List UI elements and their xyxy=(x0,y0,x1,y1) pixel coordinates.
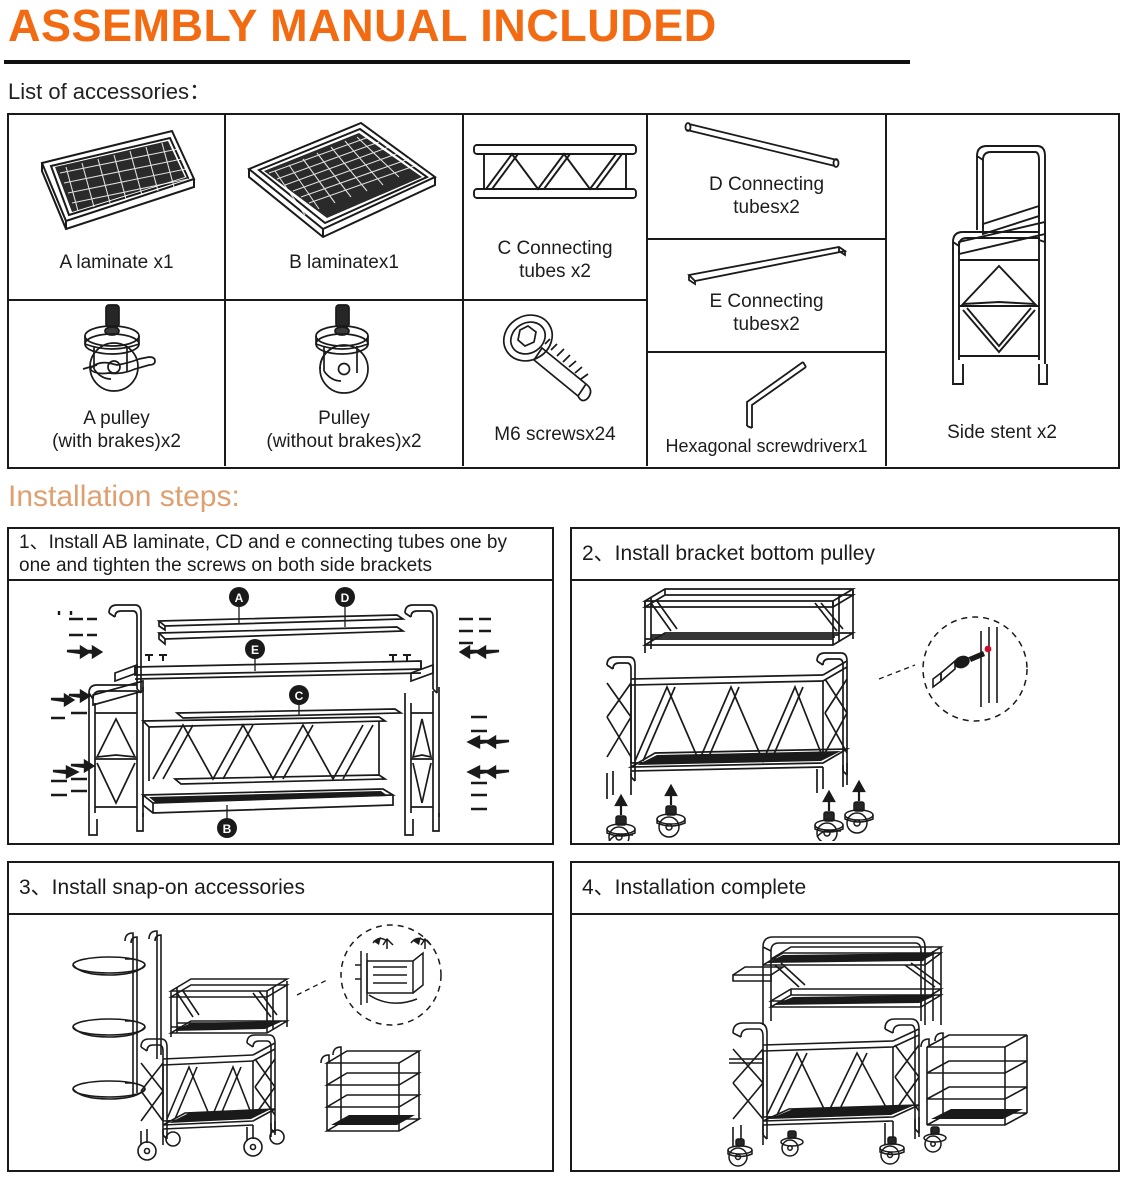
accessory-label: D Connecting tubesx2 xyxy=(708,174,825,218)
accessory-cell-c-connecting-tubes: C Connecting tubes x2 xyxy=(464,115,648,301)
accessory-cell-a-pulley: A pulley (with brakes)x2 xyxy=(9,301,226,466)
svg-text:D: D xyxy=(340,591,349,605)
screw-icon xyxy=(464,301,646,419)
accessory-label: A laminate x1 xyxy=(59,252,174,273)
caster-install-diagram xyxy=(606,588,1028,841)
accessories-heading: List of accessories： xyxy=(8,79,211,104)
step-box-4: 4、Installation complete xyxy=(570,861,1120,1172)
accessory-label: A pulley (with brakes)x2 xyxy=(52,408,181,452)
side-frame-icon xyxy=(887,115,1117,415)
step-box-2: 2、Install bracket bottom pulley xyxy=(570,527,1120,845)
accessory-cell-hexagonal-screwdriver: Hexagonal screwdriverx1 xyxy=(648,353,887,466)
accessory-label: Pulley (without brakes)x2 xyxy=(266,408,422,452)
truss-tube-icon xyxy=(464,115,646,233)
step-3-diagram xyxy=(9,915,552,1170)
laminate-wide-icon xyxy=(226,115,462,247)
accessory-cell-a-laminate: A laminate x1 xyxy=(9,115,226,301)
accessory-cell-e-connecting-tubes: E Connecting tubesx2 xyxy=(648,240,887,353)
step-heading-text: 1、Install AB laminate, CD and e connecti… xyxy=(19,532,507,576)
accessory-cell-pulley: Pulley (without brakes)x2 xyxy=(226,301,464,466)
step-box-3: 3、Install snap-on accessories xyxy=(7,861,554,1172)
step-box-1: 1、Install AB laminate, CD and e connecti… xyxy=(7,527,554,845)
accessory-cell-m6-screws: M6 screwsx24 xyxy=(464,301,648,466)
svg-text:B: B xyxy=(222,822,231,836)
svg-text:A: A xyxy=(234,591,243,605)
step-2-diagram xyxy=(572,581,1118,843)
title-divider xyxy=(4,60,910,64)
completed-cart-diagram xyxy=(727,935,1028,1167)
accessories-table: A laminate x1 xyxy=(7,113,1120,469)
hex-key-icon xyxy=(648,353,885,433)
round-tube-icon xyxy=(648,115,885,171)
accessory-label: Hexagonal screwdriverx1 xyxy=(665,436,868,456)
accessory-label: B laminatex1 xyxy=(289,252,399,273)
accessory-label: M6 screwsx24 xyxy=(494,424,616,445)
svg-text:E: E xyxy=(250,643,258,657)
step-3-header: 3、Install snap-on accessories xyxy=(9,863,552,915)
caster-icon xyxy=(226,301,462,405)
step-1-header: 1、Install AB laminate, CD and e connecti… xyxy=(9,529,552,581)
step-1-diagram: A D E C B xyxy=(9,581,552,843)
accessory-label: C Connecting tubes x2 xyxy=(497,238,613,282)
svg-text:C: C xyxy=(294,689,303,703)
flat-tube-icon xyxy=(648,240,885,288)
step-4-diagram xyxy=(572,915,1118,1170)
exploded-frame-diagram: A D E C B xyxy=(50,587,509,838)
step-heading-text: 2、Install bracket bottom pulley xyxy=(582,542,875,565)
accessory-label: E Connecting tubesx2 xyxy=(709,291,824,335)
installation-steps-heading: Installation steps: xyxy=(8,480,240,513)
accessory-cell-b-laminate: B laminatex1 xyxy=(226,115,464,301)
accessory-cell-side-stent: Side stent x2 xyxy=(887,115,1117,466)
caster-with-brake-icon xyxy=(9,301,224,405)
accessory-label: Side stent x2 xyxy=(947,422,1057,443)
page-title: ASSEMBLY MANUAL INCLUDED xyxy=(8,0,717,51)
callout-markers: A D E C B xyxy=(216,587,355,838)
detail-callout-circle xyxy=(878,616,1028,722)
step-2-header: 2、Install bracket bottom pulley xyxy=(572,529,1118,581)
step-heading-text: 4、Installation complete xyxy=(582,876,807,899)
step-4-header: 4、Installation complete xyxy=(572,863,1118,915)
snap-on-accessories-diagram xyxy=(71,923,442,1161)
accessory-cell-d-connecting-tubes: D Connecting tubesx2 xyxy=(648,115,887,240)
step-heading-text: 3、Install snap-on accessories xyxy=(19,876,305,899)
detail-callout-circle xyxy=(296,923,442,1026)
laminate-narrow-icon xyxy=(9,115,224,247)
